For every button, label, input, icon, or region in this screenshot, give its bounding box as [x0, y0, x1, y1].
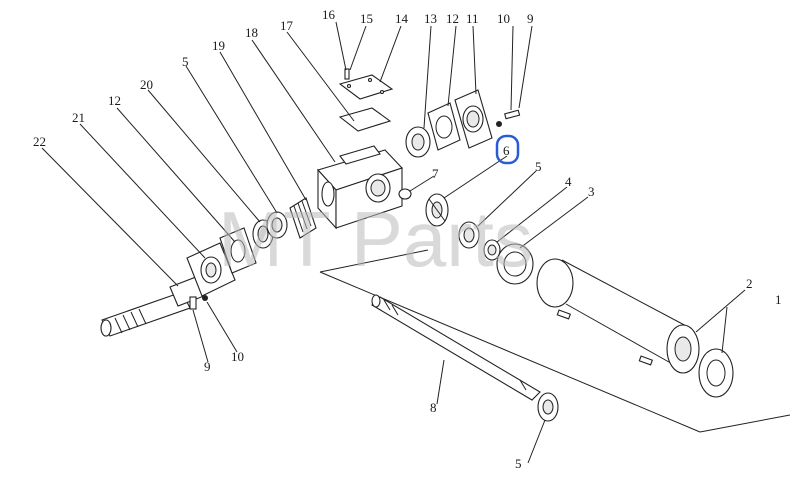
highlight-ring [495, 134, 520, 165]
part-11-flange [454, 89, 493, 149]
callout-18: 18 [245, 25, 258, 40]
callout-2: 2 [746, 276, 753, 291]
callout-5-bottom: 5 [515, 456, 522, 471]
part-12-gasket [219, 227, 257, 274]
callout-6: 6 [503, 143, 510, 158]
part-6-gear [425, 193, 449, 227]
callout-3: 3 [588, 184, 595, 199]
part-2-tube-housing [536, 258, 700, 374]
callout-9-top: 9 [527, 11, 534, 26]
part-22-splined-shaft [100, 276, 205, 337]
callout-4: 4 [565, 174, 572, 189]
callout-12-left: 12 [108, 93, 121, 108]
callout-labels: 1 2 3 4 5 5 5 6 7 8 9 9 10 10 11 12 12 1… [33, 7, 782, 471]
part-10-washer-top [496, 121, 502, 127]
part-9-screw-top [504, 109, 521, 120]
callout-21: 21 [72, 110, 85, 125]
callout-17: 17 [280, 18, 294, 33]
callout-1: 1 [775, 292, 782, 307]
part-12-gasket-right [427, 102, 461, 151]
part-5-bearing-bottom [537, 392, 559, 422]
part-7-washer [398, 188, 412, 200]
part-5-bearing-middle [458, 221, 480, 249]
part-15-bolt [344, 68, 350, 80]
callout-15: 15 [360, 11, 373, 26]
callout-5-left: 5 [182, 54, 189, 69]
callout-14: 14 [395, 11, 409, 26]
callout-11: 11 [466, 11, 479, 26]
part-8-long-shaft [371, 294, 541, 401]
part-5-bearing-left [266, 211, 288, 239]
part-3-gasket [496, 243, 534, 285]
part-18-gearbox-housing [317, 145, 403, 230]
part-1-gasket [698, 348, 734, 398]
part-10-washer-bottom [202, 295, 208, 301]
part-21-flange [186, 242, 236, 297]
callout-12-top: 12 [446, 11, 459, 26]
part-4-seal [483, 239, 501, 261]
part-17-cover-plate [338, 107, 392, 132]
callout-20: 20 [140, 77, 153, 92]
callout-10-top: 10 [497, 11, 510, 26]
callout-22: 22 [33, 134, 46, 149]
callout-10-bottom: 10 [231, 349, 244, 364]
watermark: MT Parts [218, 195, 533, 283]
part-19-bevel-gear [289, 197, 317, 239]
callout-13: 13 [424, 11, 437, 26]
part-13-bearing [405, 126, 431, 158]
callout-9-bottom: 9 [204, 359, 211, 374]
callout-19: 19 [212, 38, 225, 53]
callout-8: 8 [430, 400, 437, 415]
callout-5-middle: 5 [535, 159, 542, 174]
leader-lines [41, 21, 746, 464]
callout-16: 16 [322, 7, 336, 22]
callout-7: 7 [432, 166, 439, 181]
part-9-screw-bottom [189, 296, 197, 310]
part-14-top-cover [338, 74, 394, 100]
